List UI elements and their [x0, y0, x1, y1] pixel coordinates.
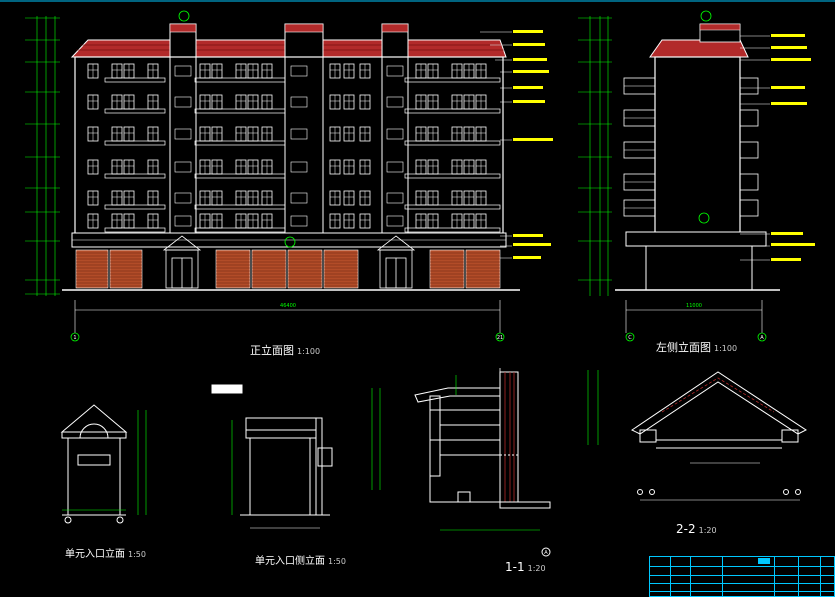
title-block [649, 556, 835, 597]
entrance-side-scale: 1:50 [328, 557, 346, 566]
section-1-1-title-text: 1-1 [505, 560, 525, 574]
shop-shutter [215, 249, 251, 289]
section-marker-icon [178, 10, 190, 22]
shop-shutter [109, 249, 143, 289]
axis-bubble-a: A [760, 335, 764, 341]
section-mark-a-label: A [544, 550, 548, 556]
side-balconies [623, 77, 759, 217]
shop-shutter [75, 249, 109, 289]
front-total-width-label: 46400 [280, 303, 296, 309]
front-shop-shutters [75, 249, 501, 289]
section-1-1-detail: A [371, 368, 551, 557]
front-entrance-porch-left [162, 235, 202, 289]
front-annotation-text-bars [513, 30, 553, 259]
entrance-front-title-text: 单元入口立面 [65, 549, 125, 560]
shop-shutter [251, 249, 287, 289]
left-elevation-title-text: 左侧立面图 [656, 341, 711, 354]
front-left-dimension-chain [25, 16, 60, 296]
front-bottom-dimension [74, 300, 501, 333]
section-marker-icon [284, 236, 296, 248]
entrance-side-detail [211, 384, 333, 529]
section-1-1-scale: 1:20 [527, 564, 546, 573]
axis-bubble-21: 21 [497, 335, 503, 341]
axis-bubble-c: C [628, 335, 632, 341]
shop-shutter [323, 249, 359, 289]
axis-bubble-1: 1 [73, 335, 76, 341]
front-entrance-porch-right [376, 235, 416, 289]
shop-shutter [287, 249, 323, 289]
front-elevation-scale: 1:100 [297, 347, 321, 356]
entrance-side-title-text: 单元入口侧立面 [255, 556, 325, 567]
left-elevation-scale: 1:100 [714, 344, 738, 353]
entrance-front-scale: 1:50 [128, 550, 146, 559]
section-mark-a [541, 547, 551, 557]
section-2-2-detail [587, 370, 807, 501]
front-elevation: 46400 1 21 [25, 10, 553, 342]
shop-shutter [465, 249, 501, 289]
shop-shutter [429, 249, 465, 289]
front-window-grid [87, 63, 501, 233]
front-elevation-title-text: 正立面图 [250, 344, 294, 357]
section-2-2-scale: 1:20 [698, 526, 717, 535]
front-annotation-leaders [480, 31, 512, 259]
entrance-front-detail [60, 404, 147, 524]
left-elevation: 11000 C A [578, 10, 815, 342]
section-2-2-title-text: 2-2 [676, 522, 696, 536]
side-total-width-label: 11000 [686, 303, 702, 309]
